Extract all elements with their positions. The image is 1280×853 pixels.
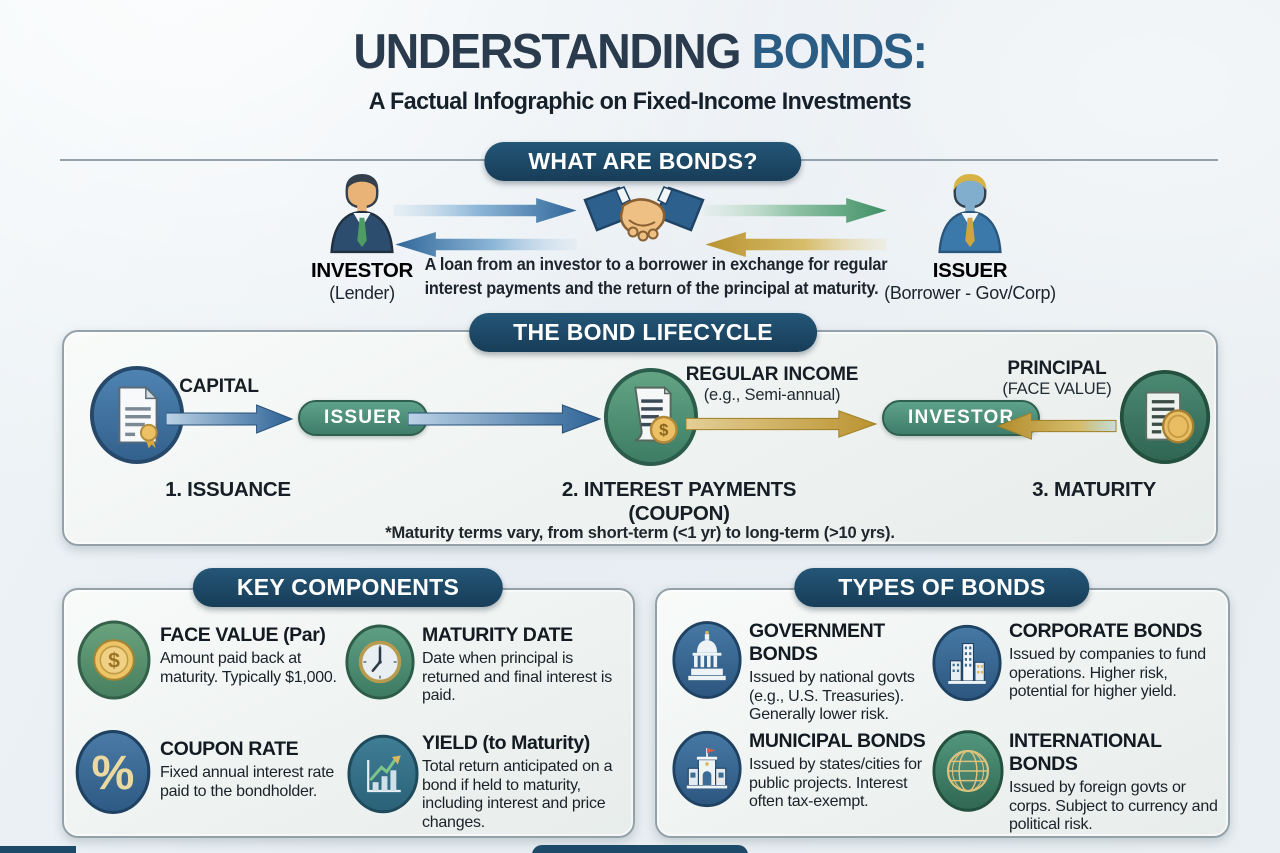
yield-description: Total return anticipated on a bond if he… xyxy=(422,758,613,832)
regular-income-label: REGULAR INCOME xyxy=(685,364,859,385)
page-subtitle: A Factual Infographic on Fixed-Income In… xyxy=(368,88,912,115)
corporate-bonds-title: CORPORATE BONDS xyxy=(1009,620,1202,642)
maturity-footnote: *Maturity terms vary, from short-term (<… xyxy=(385,524,895,542)
globe-icon xyxy=(932,730,1004,812)
principal-label: PRINCIPAL xyxy=(1007,358,1107,379)
corporate-bonds-description: Issued by companies to fund operations. … xyxy=(1009,646,1206,701)
issuer-to-coupon-arrow-icon xyxy=(408,404,602,434)
percent-glyph: % xyxy=(92,746,135,800)
lifecycle-heading: THE BOND LIFECYCLE xyxy=(469,313,817,352)
issuer-person-icon xyxy=(938,174,1002,254)
issuer-label: ISSUER xyxy=(932,259,1008,282)
capitol-building-icon xyxy=(672,621,742,699)
stage2-label-line1: 2. INTEREST PAYMENTS xyxy=(561,478,797,501)
investor-person-icon xyxy=(330,174,394,254)
arrow-left-gold-icon xyxy=(705,231,887,258)
capital-arrow-icon xyxy=(166,404,294,434)
dollar-coin-icon: $ xyxy=(77,620,151,700)
what-are-bonds-description: A loan from an investor to a borrower in… xyxy=(408,253,888,300)
international-bonds-description: Issued by foreign govts or corps. Subjec… xyxy=(1009,779,1218,834)
international-bonds-item: INTERNATIONAL BONDS Issued by foreign go… xyxy=(1009,730,1223,835)
maturity-payout-icon xyxy=(1119,370,1211,464)
arrow-right-green-icon xyxy=(703,197,887,224)
key-components-heading: KEY COMPONENTS xyxy=(192,568,504,607)
face-value-item: FACE VALUE (Par) Amount paid back at mat… xyxy=(160,624,342,687)
international-bonds-title: INTERNATIONAL BONDS xyxy=(1009,730,1162,775)
face-value-description: Amount paid back at maturity. Typically … xyxy=(160,650,337,686)
handshake-icon xyxy=(583,186,705,242)
face-value-title: FACE VALUE (Par) xyxy=(160,624,326,646)
yield-title: YIELD (to Maturity) xyxy=(422,732,590,754)
investor-flow-arrows xyxy=(390,197,582,263)
stage2-label-line2: (COUPON) xyxy=(628,502,730,525)
municipal-bonds-item: MUNICIPAL BONDS Issued by states/cities … xyxy=(749,730,939,812)
investor-label: INVESTOR xyxy=(310,259,414,282)
footer-bar-fragment xyxy=(0,846,76,853)
issuer-sublabel: (Borrower - Gov/Corp) xyxy=(884,283,1056,303)
page-title: UNDERSTANDING BONDS: xyxy=(32,24,1248,80)
arrow-left-blue-icon xyxy=(395,231,577,258)
coupon-rate-title: COUPON RATE xyxy=(160,738,299,760)
corporate-bonds-item: CORPORATE BONDS Issued by companies to f… xyxy=(1009,620,1221,702)
principal-sublabel: (FACE VALUE) xyxy=(1002,380,1112,398)
yield-item: YIELD (to Maturity) Total return anticip… xyxy=(422,732,636,833)
lifecycle-panel: CAPITAL ISSUER $ xyxy=(62,330,1218,546)
coupon-scroll-coin-icon: $ xyxy=(603,368,699,466)
stage3-label: 3. MATURITY xyxy=(1032,478,1156,501)
capital-label: CAPITAL xyxy=(179,376,259,397)
stage2-label: 2. INTEREST PAYMENTS (COUPON) xyxy=(534,478,824,526)
regular-income-label-block: REGULAR INCOME (e.g., Semi-annual) xyxy=(676,364,868,405)
municipal-bonds-description: Issued by states/cities for public proje… xyxy=(749,756,922,811)
government-bonds-description: Issued by national govts (e.g., U.S. Tre… xyxy=(749,669,915,724)
dollar-glyph: $ xyxy=(108,649,120,673)
growth-chart-icon xyxy=(347,734,419,814)
issuer-figure: ISSUER (Borrower - Gov/Corp) xyxy=(882,170,1058,304)
types-of-bonds-panel: GOVERNMENT BONDS Issued by national govt… xyxy=(655,588,1230,838)
dollar-glyph: $ xyxy=(659,421,669,440)
municipal-bonds-title: MUNICIPAL BONDS xyxy=(749,730,926,752)
maturity-date-description: Date when principal is returned and fina… xyxy=(422,650,612,705)
office-buildings-icon xyxy=(932,624,1002,702)
types-of-bonds-heading: TYPES OF BONDS xyxy=(794,568,1090,607)
arrow-right-blue-icon xyxy=(393,197,577,224)
maturity-date-title: MATURITY DATE xyxy=(422,624,573,646)
key-components-panel: $ FACE VALUE (Par) Amount paid back at m… xyxy=(62,588,635,838)
stage1-label: 1. ISSUANCE xyxy=(165,478,291,501)
what-are-bonds-heading: WHAT ARE BONDS? xyxy=(484,142,802,181)
municipal-building-icon xyxy=(672,730,742,808)
coupon-rate-item: COUPON RATE Fixed annual interest rate p… xyxy=(160,738,342,801)
investor-pill: INVESTOR xyxy=(882,400,1041,436)
page-title-part1: UNDERSTANDING xyxy=(353,25,741,79)
description-line-1: A loan from an investor to a borrower in… xyxy=(424,254,888,274)
description-line-2: interest payments and the return of the … xyxy=(424,277,879,298)
coupon-rate-description: Fixed annual interest rate paid to the b… xyxy=(160,764,335,800)
government-bonds-title: GOVERNMENT BONDS xyxy=(749,620,885,665)
issuer-flow-arrows xyxy=(700,197,892,263)
percent-icon: % xyxy=(75,730,151,814)
government-bonds-item: GOVERNMENT BONDS Issued by national govt… xyxy=(749,620,939,725)
investor-sublabel: (Lender) xyxy=(329,283,395,303)
regular-income-arrow-icon xyxy=(686,410,878,438)
clock-icon xyxy=(345,624,415,700)
maturity-date-item: MATURITY DATE Date when principal is ret… xyxy=(422,624,634,706)
principal-label-block: PRINCIPAL (FACE VALUE) xyxy=(990,358,1124,399)
investor-figure: INVESTOR (Lender) xyxy=(292,170,432,304)
issuer-pill: ISSUER xyxy=(298,400,428,436)
regular-income-sublabel: (e.g., Semi-annual) xyxy=(703,386,841,404)
page-title-part2: BONDS: xyxy=(740,25,928,79)
next-section-pill-fragment xyxy=(532,845,748,853)
bond-certificate-icon xyxy=(89,366,185,464)
principal-arrow-icon xyxy=(996,412,1117,440)
